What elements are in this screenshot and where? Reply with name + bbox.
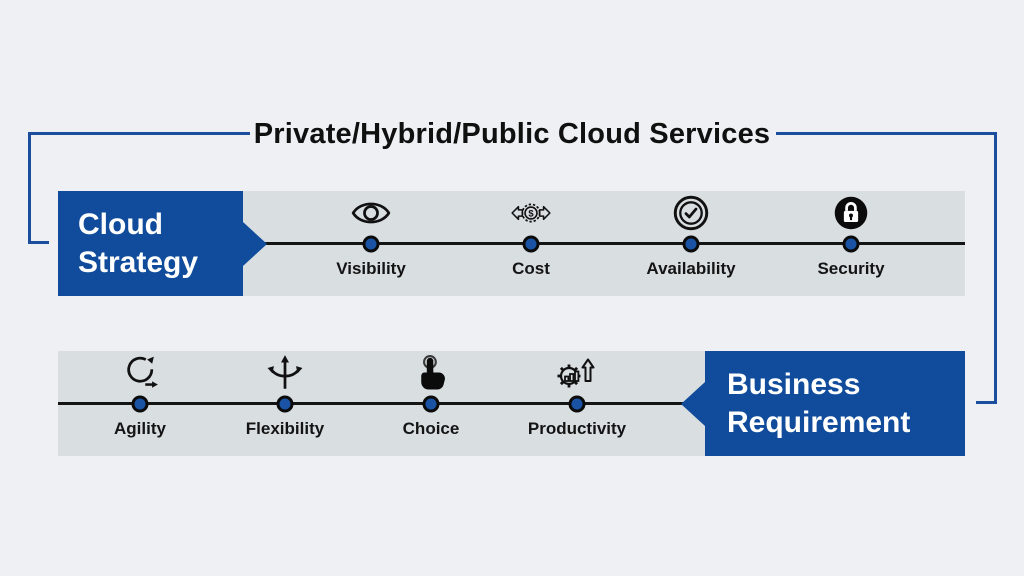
timeline-dot — [131, 395, 149, 412]
branch-arrows-icon — [263, 351, 307, 395]
title-rule-right — [776, 132, 997, 135]
cloud-strategy-band: Cloud Strategy Visibility $ — [58, 191, 965, 296]
svg-text:$: $ — [528, 207, 534, 218]
business-requirement-band: Business Requirement Agility — [58, 351, 965, 456]
cycle-arrow-icon — [118, 351, 162, 395]
title-rule-left — [28, 132, 250, 135]
bracket-left-horizontal — [28, 241, 49, 244]
station-label: Flexibility — [245, 419, 325, 438]
eye-icon — [349, 191, 393, 235]
station-label: Productivity — [527, 419, 627, 438]
station-label: Availability — [646, 259, 736, 278]
station-label: Agility — [114, 419, 166, 438]
padlock-icon — [829, 191, 873, 235]
bracket-right-horizontal — [976, 401, 997, 404]
timeline-dot — [682, 235, 700, 252]
bracket-left-vertical — [28, 132, 31, 244]
pointing-hand-icon — [409, 351, 453, 395]
page-title: Private/Hybrid/Public Cloud Services — [253, 118, 771, 150]
gear-growth-icon — [555, 351, 599, 395]
requirement-timeline-line — [58, 402, 685, 405]
station-label: Security — [817, 259, 885, 278]
business-requirement-label: Business Requirement — [727, 367, 911, 439]
station-label: Visibility — [336, 259, 406, 278]
strategy-timeline-line — [244, 242, 965, 245]
bracket-right-vertical — [994, 132, 997, 404]
dollar-exchange-icon: $ — [509, 191, 553, 235]
timeline-dot — [422, 395, 440, 412]
cloud-strategy-box: Cloud Strategy — [58, 191, 243, 296]
cloud-strategy-label: Cloud Strategy — [78, 207, 199, 279]
timeline-dot — [276, 395, 294, 412]
timeline-dot — [568, 395, 586, 412]
station-label: Cost — [512, 259, 550, 278]
timeline-dot — [522, 235, 540, 252]
station-label: Choice — [402, 419, 460, 438]
timeline-dot — [362, 235, 380, 252]
circle-check-icon — [669, 191, 713, 235]
timeline-dot — [842, 235, 860, 252]
business-requirement-box: Business Requirement — [705, 351, 965, 456]
